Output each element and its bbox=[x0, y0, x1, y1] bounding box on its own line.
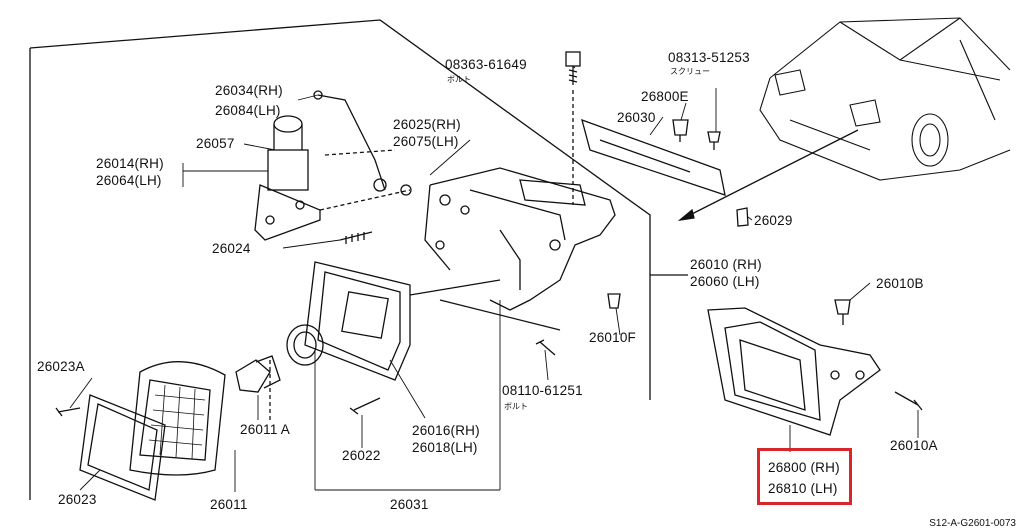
bulb-retainer-ring bbox=[286, 324, 324, 366]
bracket-26030 bbox=[581, 118, 726, 196]
label-08313: 08313-51253 bbox=[668, 50, 750, 65]
bolt-08110 bbox=[535, 339, 556, 356]
motor-actuator-26014 bbox=[254, 115, 321, 241]
label-26018: 26018(LH) bbox=[412, 440, 478, 455]
headlamp-housing-26800 bbox=[707, 307, 881, 436]
screw-08313 bbox=[707, 131, 721, 150]
label-08313-sub: スクリュー bbox=[670, 67, 710, 76]
screw-26023A bbox=[55, 407, 81, 417]
label-26023A: 26023A bbox=[37, 359, 85, 374]
car-silhouette bbox=[759, 17, 1011, 181]
main-assembly-frame bbox=[29, 19, 651, 500]
label-26030: 26030 bbox=[617, 110, 656, 125]
label-26025: 26025(RH) bbox=[393, 117, 461, 132]
bolt-26010A bbox=[894, 391, 923, 411]
clip-26010B bbox=[834, 299, 851, 325]
label-26022: 26022 bbox=[342, 448, 381, 463]
location-arrow bbox=[679, 129, 859, 221]
label-26810: 26810 (LH) bbox=[768, 481, 838, 496]
reference-code: S12-A-G2601-0073 bbox=[929, 518, 1016, 529]
label-26031: 26031 bbox=[390, 497, 429, 512]
lamp-frame-26016 bbox=[304, 261, 411, 381]
bolt-26022 bbox=[349, 397, 381, 415]
label-08110-sub: ボルト bbox=[504, 402, 528, 411]
label-26024: 26024 bbox=[212, 241, 251, 256]
label-26010F: 26010F bbox=[589, 330, 636, 345]
label-26011: 26011 bbox=[210, 497, 248, 512]
label-26057: 26057 bbox=[196, 136, 235, 151]
link-rod-26034 bbox=[317, 94, 386, 191]
bolt-08363 bbox=[565, 51, 581, 205]
label-26060lh: 26060 (LH) bbox=[690, 274, 760, 289]
label-26011A: 26011 A bbox=[240, 422, 290, 437]
label-08110: 08110-61251 bbox=[502, 383, 583, 398]
sealed-beam-26011 bbox=[129, 361, 226, 476]
label-26034: 26034(RH) bbox=[215, 83, 283, 98]
bulb-26011A bbox=[235, 355, 281, 393]
label-08363: 08363-61649 bbox=[445, 57, 527, 72]
label-26064: 26064(LH) bbox=[96, 173, 162, 188]
clip-26029 bbox=[736, 207, 749, 227]
highlight-box-26800 bbox=[757, 448, 852, 505]
label-26010B: 26010B bbox=[876, 276, 924, 291]
label-26014: 26014(RH) bbox=[96, 156, 164, 171]
pivot-screw-26024 bbox=[339, 231, 373, 244]
label-26029: 26029 bbox=[754, 213, 793, 228]
retaining-ring-26023 bbox=[79, 394, 166, 501]
label-26075: 26075(LH) bbox=[393, 134, 459, 149]
label-08363-sub: ボルト bbox=[447, 75, 471, 84]
label-26800: 26800 (RH) bbox=[768, 460, 840, 475]
label-26023: 26023 bbox=[58, 492, 97, 507]
clip-26800E bbox=[672, 119, 689, 142]
label-26084: 26084(LH) bbox=[215, 103, 281, 118]
label-26010A: 26010A bbox=[890, 438, 938, 453]
label-26016: 26016(RH) bbox=[412, 423, 480, 438]
label-26800E: 26800E bbox=[641, 89, 689, 104]
clip-26010F bbox=[607, 293, 621, 309]
label-26010rh: 26010 (RH) bbox=[690, 257, 762, 272]
mount-bracket-26025 bbox=[424, 167, 616, 311]
